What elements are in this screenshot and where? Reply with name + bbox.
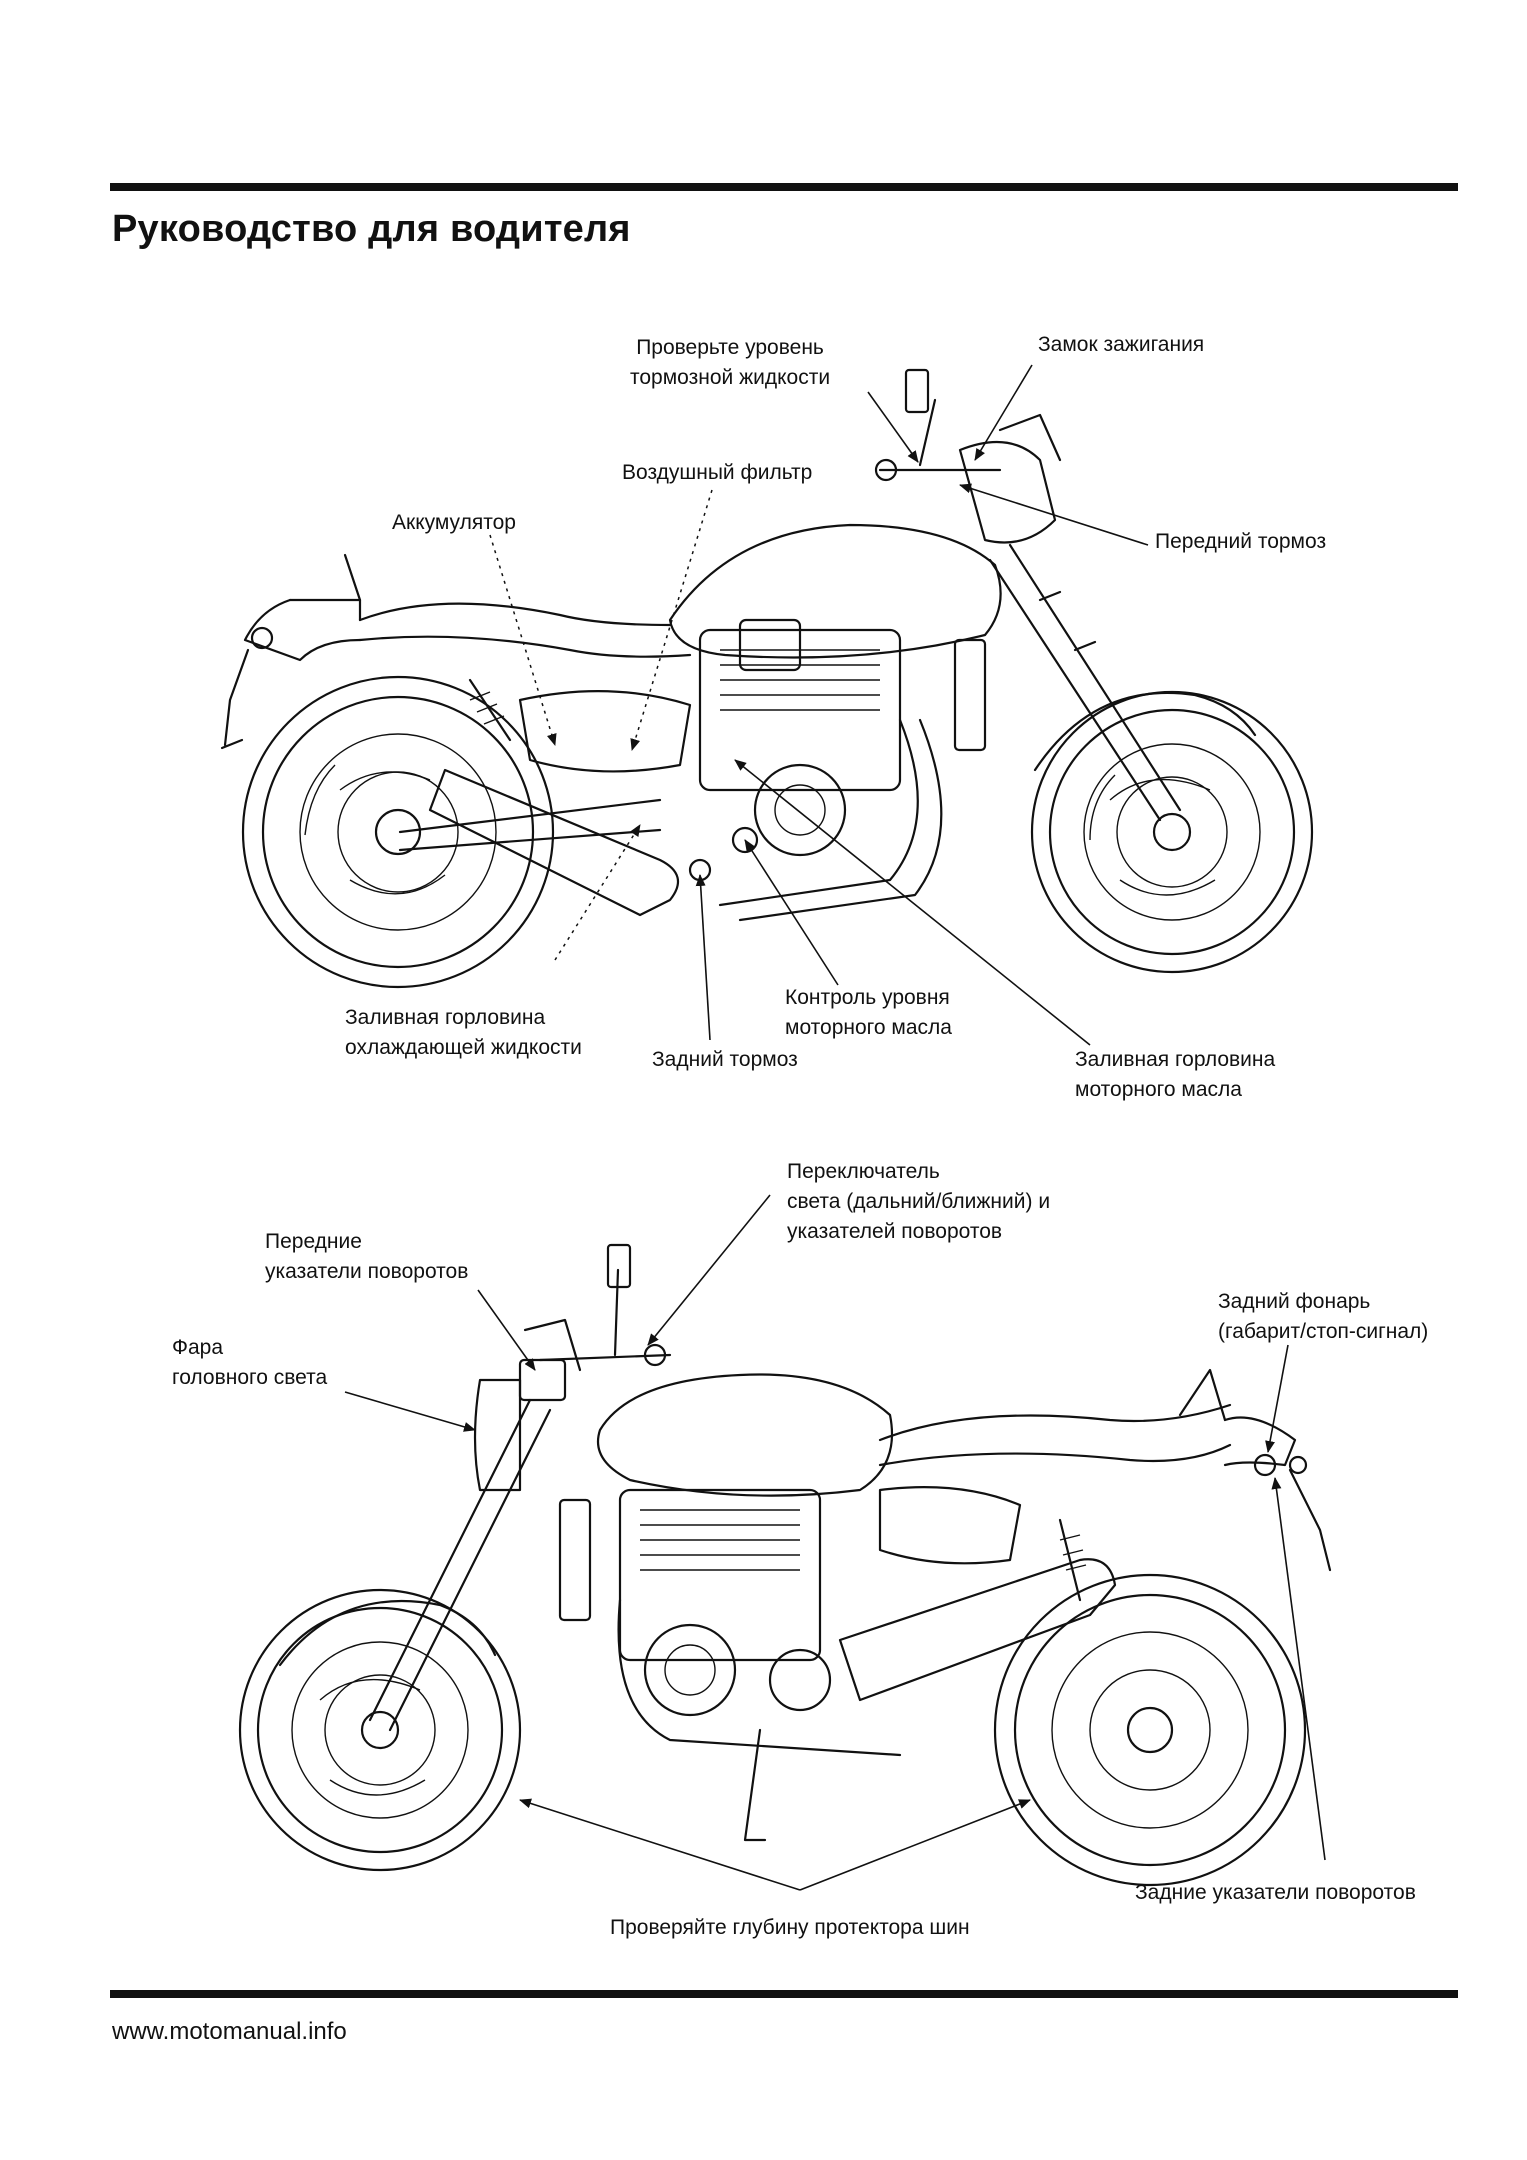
label-front-turn-signals: Передние указатели поворотов [265, 1230, 469, 1283]
label-front-brake: Передний тормоз [1155, 530, 1327, 553]
top-leader-lines [489, 364, 1149, 1046]
label-ignition: Замок зажигания [1038, 333, 1205, 356]
label-tail-light: Задний фонарь (габарит/стоп-сигнал) [1218, 1290, 1429, 1343]
top-motorcycle-drawing [220, 368, 1314, 989]
label-coolant-filler: Заливная горловина охлаждающей жидкости [345, 1006, 582, 1059]
label-battery: Аккумулятор [392, 511, 516, 534]
label-light-switch: Переключатель света (дальний/ближний) и … [787, 1160, 1051, 1243]
footer-url[interactable]: www.motomanual.info [112, 2018, 347, 2045]
label-oil-filler: Заливная горловина моторного масла [1075, 1048, 1276, 1101]
bottom-rule [110, 1990, 1458, 1998]
label-brake-fluid: Проверьте уровень тормозной жидкости [630, 336, 831, 389]
label-rear-turn-signals: Задние указатели поворотов [1135, 1881, 1416, 1904]
bottom-motorcycle-drawing [238, 1243, 1332, 1887]
label-headlight: Фара головного света [172, 1336, 328, 1389]
label-rear-brake: Задний тормоз [652, 1048, 798, 1071]
top-rule [110, 183, 1458, 191]
label-oil-level: Контроль уровня моторного масла [785, 986, 952, 1039]
label-tread-depth: Проверяйте глубину протектора шин [610, 1916, 970, 1939]
label-air-filter: Воздушный фильтр [622, 461, 813, 484]
page-title: Руководство для водителя [112, 208, 631, 250]
bottom-leader-lines [344, 1194, 1326, 1891]
